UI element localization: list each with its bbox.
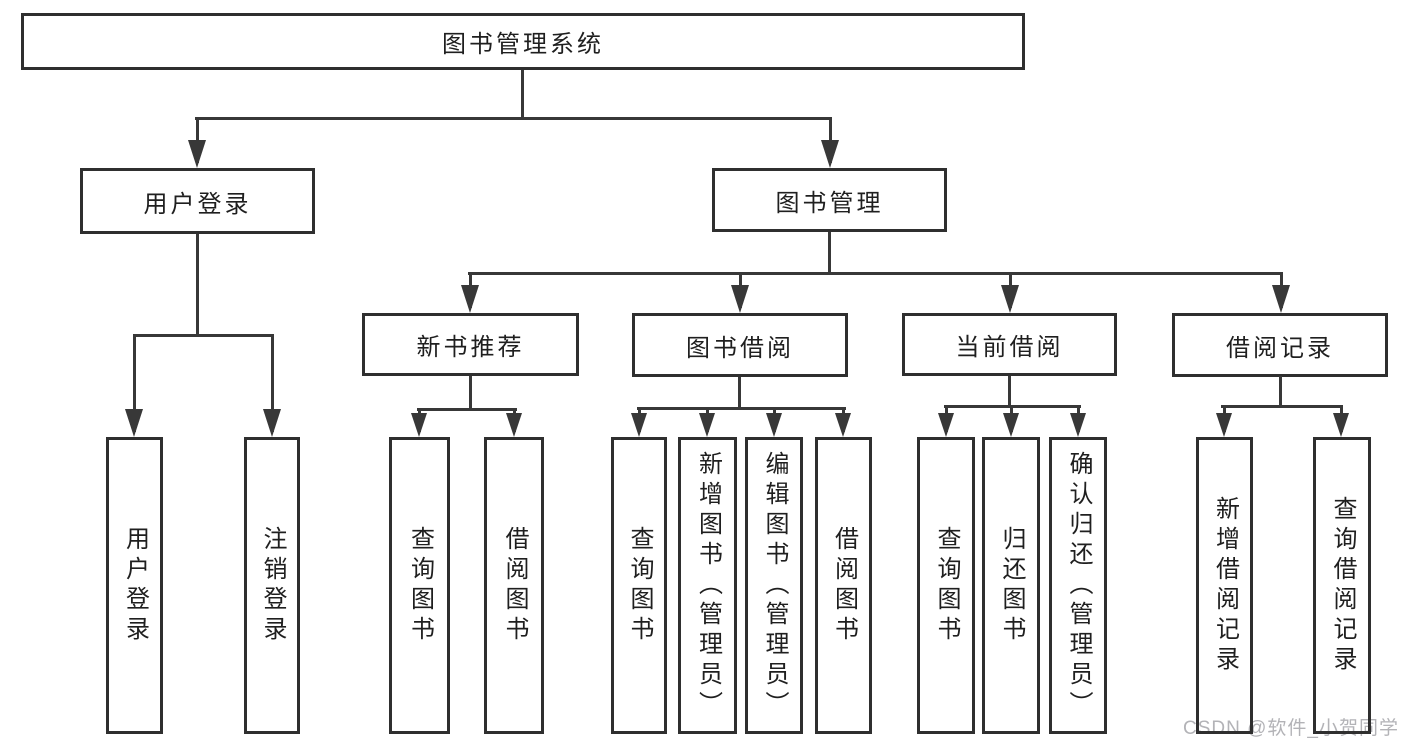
leaf-cb-query-book-label: 查询图书 <box>933 525 960 646</box>
leaf-bb-add-book-admin: 新增图书（管理员） <box>678 437 737 734</box>
node-library-management-system: 图书管理系统 <box>21 13 1025 70</box>
leaf-user-login: 用户登录 <box>106 437 163 734</box>
node-borrowing-records: 借阅记录 <box>1172 313 1388 377</box>
connector-current-borrowing-stem <box>1008 376 1011 408</box>
leaf-cb-return-book: 归还图书 <box>982 437 1040 734</box>
leaf-bb-edit-book-admin: 编辑图书（管理员） <box>745 437 803 734</box>
connector-user-login-stem <box>196 234 199 337</box>
leaf-br-query-borrow-record: 查询借阅记录 <box>1313 437 1371 734</box>
arrow-to-leaf-bb-query-book <box>629 410 649 437</box>
connector-borrowing-records-stem <box>1279 376 1282 408</box>
arrow-to-leaf-nbr-borrow-book <box>504 411 524 437</box>
connector-root-stem <box>521 70 524 120</box>
node-book-management: 图书管理 <box>712 168 947 232</box>
leaf-cb-confirm-return-admin: 确认归还（管理员） <box>1049 437 1107 734</box>
connector-book-management-stem <box>828 232 831 275</box>
arrow-to-leaf-logout-login <box>262 337 282 437</box>
node-current-borrowing-label: 当前借阅 <box>955 334 1064 361</box>
leaf-user-login-label: 用户登录 <box>121 525 149 646</box>
leaf-br-add-borrow-record-label: 新增借阅记录 <box>1211 495 1239 676</box>
arrow-to-book-management <box>820 120 840 168</box>
node-user-login-label: 用户登录 <box>143 190 252 218</box>
connector-new-book-recommend-hline <box>417 408 517 411</box>
arrow-to-leaf-br-add-record <box>1214 408 1234 437</box>
leaf-cb-query-book: 查询图书 <box>917 437 975 734</box>
arrow-to-leaf-bb-add-book <box>697 410 717 437</box>
arrow-to-book-borrowing <box>730 275 750 313</box>
node-current-borrowing: 当前借阅 <box>902 313 1117 376</box>
leaf-nbr-borrow-book-label: 借阅图书 <box>501 525 528 646</box>
leaf-cb-return-book-label: 归还图书 <box>998 525 1025 646</box>
leaf-bb-edit-book-admin-label: 编辑图书（管理员） <box>761 450 788 721</box>
arrow-to-leaf-cb-confirm-return <box>1068 408 1088 437</box>
leaf-logout-login: 注销登录 <box>244 437 300 734</box>
leaf-bb-add-book-admin-label: 新增图书（管理员） <box>694 450 722 721</box>
node-borrowing-records-label: 借阅记录 <box>1226 334 1334 362</box>
leaf-nbr-borrow-book: 借阅图书 <box>484 437 544 734</box>
arrow-to-leaf-nbr-query-book <box>409 411 429 437</box>
arrow-to-borrowing-records <box>1271 275 1291 313</box>
node-user-login: 用户登录 <box>80 168 315 234</box>
node-book-borrowing: 图书借阅 <box>632 313 848 377</box>
connector-new-book-recommend-stem <box>469 376 472 411</box>
arrow-to-user-login <box>187 120 207 168</box>
connector-book-borrowing-hline <box>637 407 846 410</box>
node-new-book-recommend: 新书推荐 <box>362 313 579 376</box>
node-book-management-label: 图书管理 <box>775 189 884 217</box>
arrow-to-leaf-cb-return-book <box>1001 408 1021 437</box>
node-book-borrowing-label: 图书借阅 <box>686 334 794 362</box>
arrow-to-leaf-bb-borrow-book <box>833 410 853 437</box>
arrow-to-leaf-cb-query-book <box>936 408 956 437</box>
connector-borrowing-records-hline <box>1221 405 1343 408</box>
arrow-to-leaf-br-query-record <box>1331 408 1351 437</box>
arrow-to-new-book-recommend <box>460 275 480 313</box>
leaf-logout-login-label: 注销登录 <box>259 525 286 646</box>
leaf-nbr-query-book: 查询图书 <box>389 437 450 734</box>
csdn-watermark: CSDN @软件_小贺同学 <box>1183 718 1399 739</box>
node-new-book-recommend-label: 新书推荐 <box>416 334 525 361</box>
connector-root-hline <box>195 117 832 120</box>
arrow-to-current-borrowing <box>1000 275 1020 313</box>
connector-current-borrowing-hline <box>944 405 1081 408</box>
leaf-nbr-query-book-label: 查询图书 <box>406 525 434 646</box>
leaf-br-add-borrow-record: 新增借阅记录 <box>1196 437 1253 734</box>
leaf-bb-query-book-label: 查询图书 <box>626 525 653 646</box>
leaf-cb-confirm-return-admin-label: 确认归还（管理员） <box>1065 450 1092 721</box>
leaf-bb-borrow-book-label: 借阅图书 <box>830 525 858 646</box>
arrow-to-leaf-user-login <box>124 337 144 437</box>
connector-book-management-hline <box>468 272 1283 275</box>
arrow-to-leaf-bb-edit-book <box>764 410 784 437</box>
leaf-br-query-borrow-record-label: 查询借阅记录 <box>1329 495 1356 676</box>
node-library-management-system-label: 图书管理系统 <box>442 31 604 58</box>
leaf-bb-borrow-book: 借阅图书 <box>815 437 872 734</box>
connector-user-login-hline <box>133 334 274 337</box>
leaf-bb-query-book: 查询图书 <box>611 437 667 734</box>
connector-book-borrowing-stem <box>738 377 741 410</box>
